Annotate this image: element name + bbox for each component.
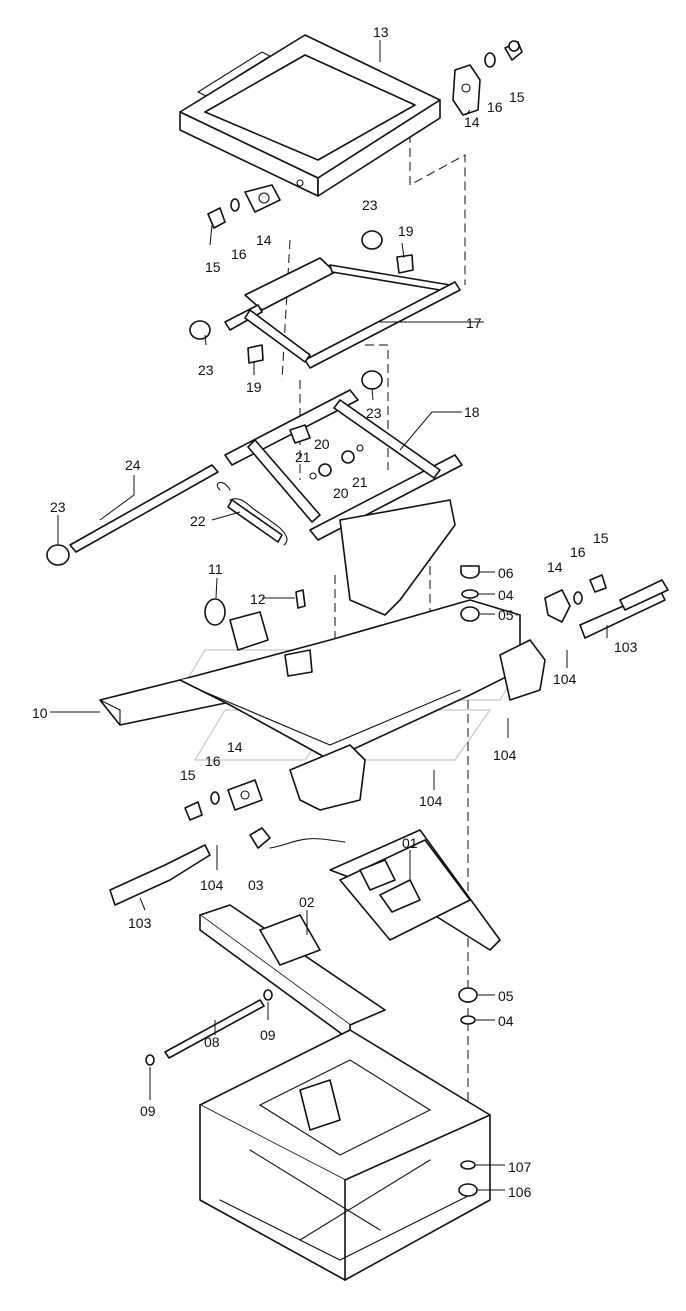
knob-03 [249, 827, 271, 849]
label-04: 04 [498, 587, 514, 603]
rod-24 [46, 464, 219, 566]
label-16: 16 [570, 544, 586, 560]
label-107: 107 [508, 1159, 532, 1175]
label-15: 15 [593, 530, 609, 546]
base-frame-10 [99, 499, 521, 761]
label-14: 14 [464, 114, 480, 130]
label-14: 14 [256, 232, 272, 248]
rod-08-clips-09 [145, 989, 273, 1066]
label-16: 16 [205, 753, 221, 769]
label-09: 09 [140, 1103, 156, 1119]
part-labels: 13 14 16 15 15 16 14 23 19 17 23 19 23 1… [32, 24, 638, 1200]
label-14: 14 [227, 739, 243, 755]
label-106: 106 [508, 1184, 532, 1200]
bracket-assembly-upper-right [452, 40, 523, 116]
label-01: 01 [402, 835, 418, 851]
label-19: 19 [246, 379, 262, 395]
upper-linkage-17 [189, 230, 461, 369]
label-16: 16 [487, 99, 503, 115]
label-18: 18 [464, 404, 480, 420]
label-13: 13 [373, 24, 389, 40]
label-22: 22 [190, 513, 206, 529]
nut-washer-bushing-stack [460, 565, 480, 622]
label-08: 08 [204, 1034, 220, 1050]
label-09: 09 [260, 1027, 276, 1043]
label-20: 20 [333, 485, 349, 501]
bracket-assembly-left [109, 744, 366, 906]
label-04: 04 [498, 1013, 514, 1029]
label-05: 05 [498, 988, 514, 1004]
label-20: 20 [314, 436, 330, 452]
label-02: 02 [299, 894, 315, 910]
seat-frame-13 [179, 34, 441, 197]
label-16: 16 [231, 246, 247, 262]
leader-lines [50, 40, 608, 1191]
spring-22 [216, 481, 288, 546]
label-15: 15 [205, 259, 221, 275]
label-24: 24 [125, 457, 141, 473]
cap-and-pin [204, 589, 306, 626]
label-06: 06 [498, 565, 514, 581]
slide-rail-02 [199, 904, 386, 1041]
label-21: 21 [295, 449, 311, 465]
bushing-washer-lower [458, 987, 478, 1025]
label-104: 104 [493, 747, 517, 763]
label-104: 104 [553, 671, 577, 687]
label-23: 23 [198, 362, 214, 378]
label-103: 103 [614, 639, 638, 655]
label-23: 23 [366, 405, 382, 421]
label-21: 21 [352, 474, 368, 490]
bracket-assembly-right [499, 574, 669, 701]
label-104: 104 [200, 877, 224, 893]
label-17: 17 [466, 315, 482, 331]
label-104: 104 [419, 793, 443, 809]
label-14: 14 [547, 559, 563, 575]
label-103: 103 [128, 915, 152, 931]
bracket-assembly-upper-left [207, 184, 281, 229]
label-15: 15 [509, 89, 525, 105]
label-05: 05 [498, 607, 514, 623]
suspension-base [199, 1029, 491, 1281]
label-23: 23 [50, 499, 66, 515]
label-10: 10 [32, 705, 48, 721]
label-19: 19 [398, 223, 414, 239]
label-15: 15 [180, 767, 196, 783]
label-12: 12 [250, 591, 266, 607]
label-23: 23 [362, 197, 378, 213]
label-03: 03 [248, 877, 264, 893]
label-11: 11 [208, 561, 223, 577]
slide-rail-01 [269, 829, 501, 951]
